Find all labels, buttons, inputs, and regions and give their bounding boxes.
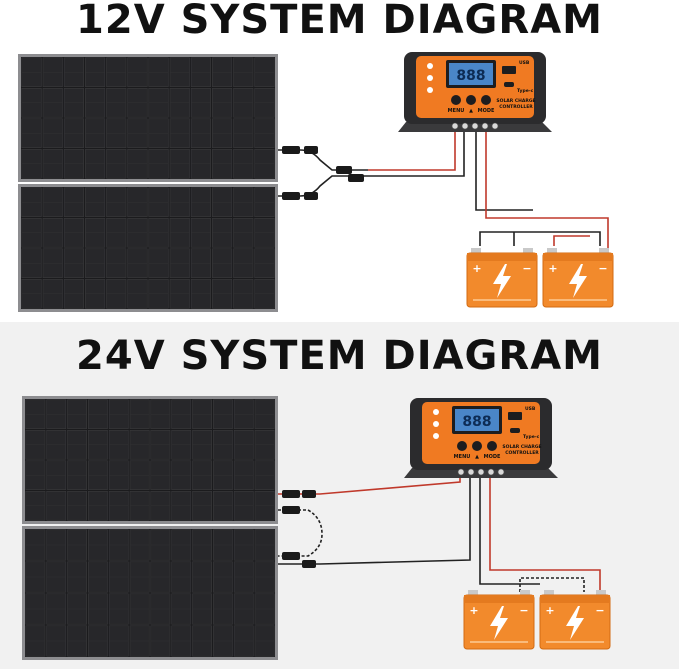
wiring-12v bbox=[278, 126, 609, 248]
solar-panel-4 bbox=[22, 526, 278, 660]
diagram-12v-canvas: 888 MENU ▲ MODE USB Type-c SOLAR CHARGE … bbox=[18, 52, 614, 312]
lcd-readout: 888 bbox=[462, 414, 491, 430]
menu-button[interactable] bbox=[451, 95, 461, 105]
solar-panel-2 bbox=[18, 184, 278, 312]
typec-port bbox=[510, 428, 520, 433]
svg-text:−: − bbox=[598, 262, 607, 275]
mode-button[interactable] bbox=[487, 441, 497, 451]
battery-24v-2: +− bbox=[539, 590, 611, 650]
battery-24v-1: +− bbox=[463, 590, 535, 650]
caption-line1: SOLAR CHARGE bbox=[502, 444, 541, 450]
svg-text:−: − bbox=[519, 604, 528, 617]
battery-12v-2: +− bbox=[542, 248, 614, 308]
typec-port bbox=[504, 82, 514, 87]
up-button[interactable] bbox=[466, 95, 476, 105]
svg-text:+: + bbox=[469, 604, 478, 617]
diagram-24v-canvas: 888 MENU ▲ MODE USB Type-c SOLAR CHARGE … bbox=[22, 396, 611, 660]
mc4-connectors-12v bbox=[282, 146, 364, 200]
title-12v: 12V SYSTEM DIAGRAM bbox=[76, 0, 603, 43]
usb-port bbox=[508, 412, 522, 420]
diagram-24v: 888 MENU ▲ MODE USB Type-c SOLAR CHARGE … bbox=[0, 322, 679, 669]
wiring-24v bbox=[278, 474, 601, 592]
menu-button[interactable] bbox=[457, 441, 467, 451]
usb-label: USB bbox=[519, 60, 530, 66]
caption-line2: CONTROLLER bbox=[505, 450, 539, 456]
solar-panel-3 bbox=[22, 396, 278, 524]
up-label: ▲ bbox=[475, 454, 479, 460]
typec-label: Type-c bbox=[517, 88, 534, 94]
title-24v: 24V SYSTEM DIAGRAM bbox=[76, 333, 603, 379]
menu-label: MENU bbox=[448, 108, 465, 114]
svg-text:+: + bbox=[548, 262, 557, 275]
mc4-connectors-24v bbox=[282, 490, 316, 568]
up-button[interactable] bbox=[472, 441, 482, 451]
typec-label: Type-c bbox=[523, 434, 540, 440]
solar-panel-1 bbox=[18, 54, 278, 182]
caption-line2: CONTROLLER bbox=[499, 104, 533, 110]
svg-text:−: − bbox=[595, 604, 604, 617]
usb-label: USB bbox=[525, 406, 536, 412]
lcd-readout: 888 bbox=[456, 68, 485, 84]
mode-label: MODE bbox=[484, 454, 501, 460]
menu-label: MENU bbox=[454, 454, 471, 460]
svg-text:+: + bbox=[545, 604, 554, 617]
caption-line1: SOLAR CHARGE bbox=[496, 98, 535, 104]
diagram-12v: 888 MENU ▲ MODE USB Type-c SOLAR CHARGE … bbox=[0, 0, 679, 322]
mode-button[interactable] bbox=[481, 95, 491, 105]
charge-controller-24v: 888 MENU ▲ MODE USB Type-c SOLAR CHARGE … bbox=[404, 398, 558, 478]
battery-12v-1: +− bbox=[466, 248, 538, 308]
svg-text:−: − bbox=[522, 262, 531, 275]
svg-text:+: + bbox=[472, 262, 481, 275]
usb-port bbox=[502, 66, 516, 74]
mode-label: MODE bbox=[478, 108, 495, 114]
charge-controller-12v: 888 MENU ▲ MODE USB Type-c SOLAR CHARGE … bbox=[398, 52, 552, 132]
up-label: ▲ bbox=[469, 108, 473, 114]
